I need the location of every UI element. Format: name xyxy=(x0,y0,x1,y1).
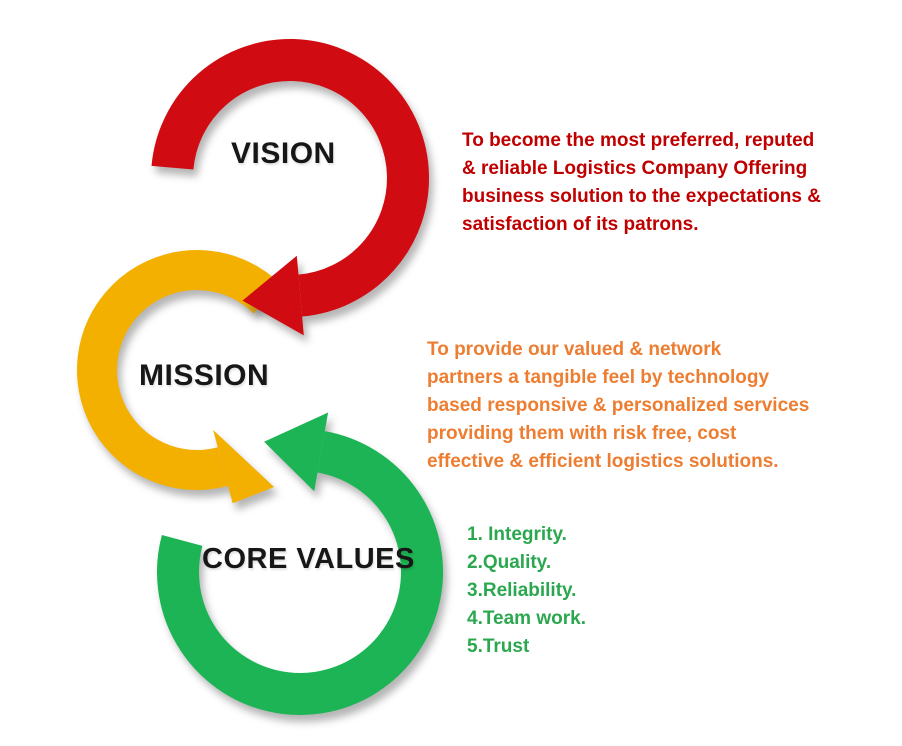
core-value-item: 2.Quality. xyxy=(467,552,552,573)
core-values-arrowhead xyxy=(264,412,329,492)
core-value-item: 4.Team work. xyxy=(467,608,586,629)
core-value-item: 3.Reliability. xyxy=(467,580,577,601)
core-values-ring-arc xyxy=(157,431,443,715)
vision-arrowhead xyxy=(242,255,304,336)
vision-ring-arc xyxy=(151,39,429,317)
vision-ring-arrow xyxy=(151,39,429,336)
vision-label: VISION xyxy=(231,137,336,170)
mission-ring-arc xyxy=(77,250,282,490)
core-value-item: 5.Trust xyxy=(467,636,530,657)
core-value-item: 1. Integrity. xyxy=(467,524,567,545)
core-values-label: CORE VALUES xyxy=(202,543,415,575)
vision-description: To become the most preferred, reputed & … xyxy=(462,130,821,235)
core-values-ring-arrow xyxy=(157,412,443,715)
mission-label: MISSION xyxy=(139,359,270,392)
mission-description: To provide our valued & network partners… xyxy=(427,339,810,472)
mission-arrowhead xyxy=(213,429,275,504)
core-values-list: 1. Integrity. 2.Quality. 3.Reliability. … xyxy=(467,521,586,661)
mission-ring-arrow xyxy=(77,250,282,504)
